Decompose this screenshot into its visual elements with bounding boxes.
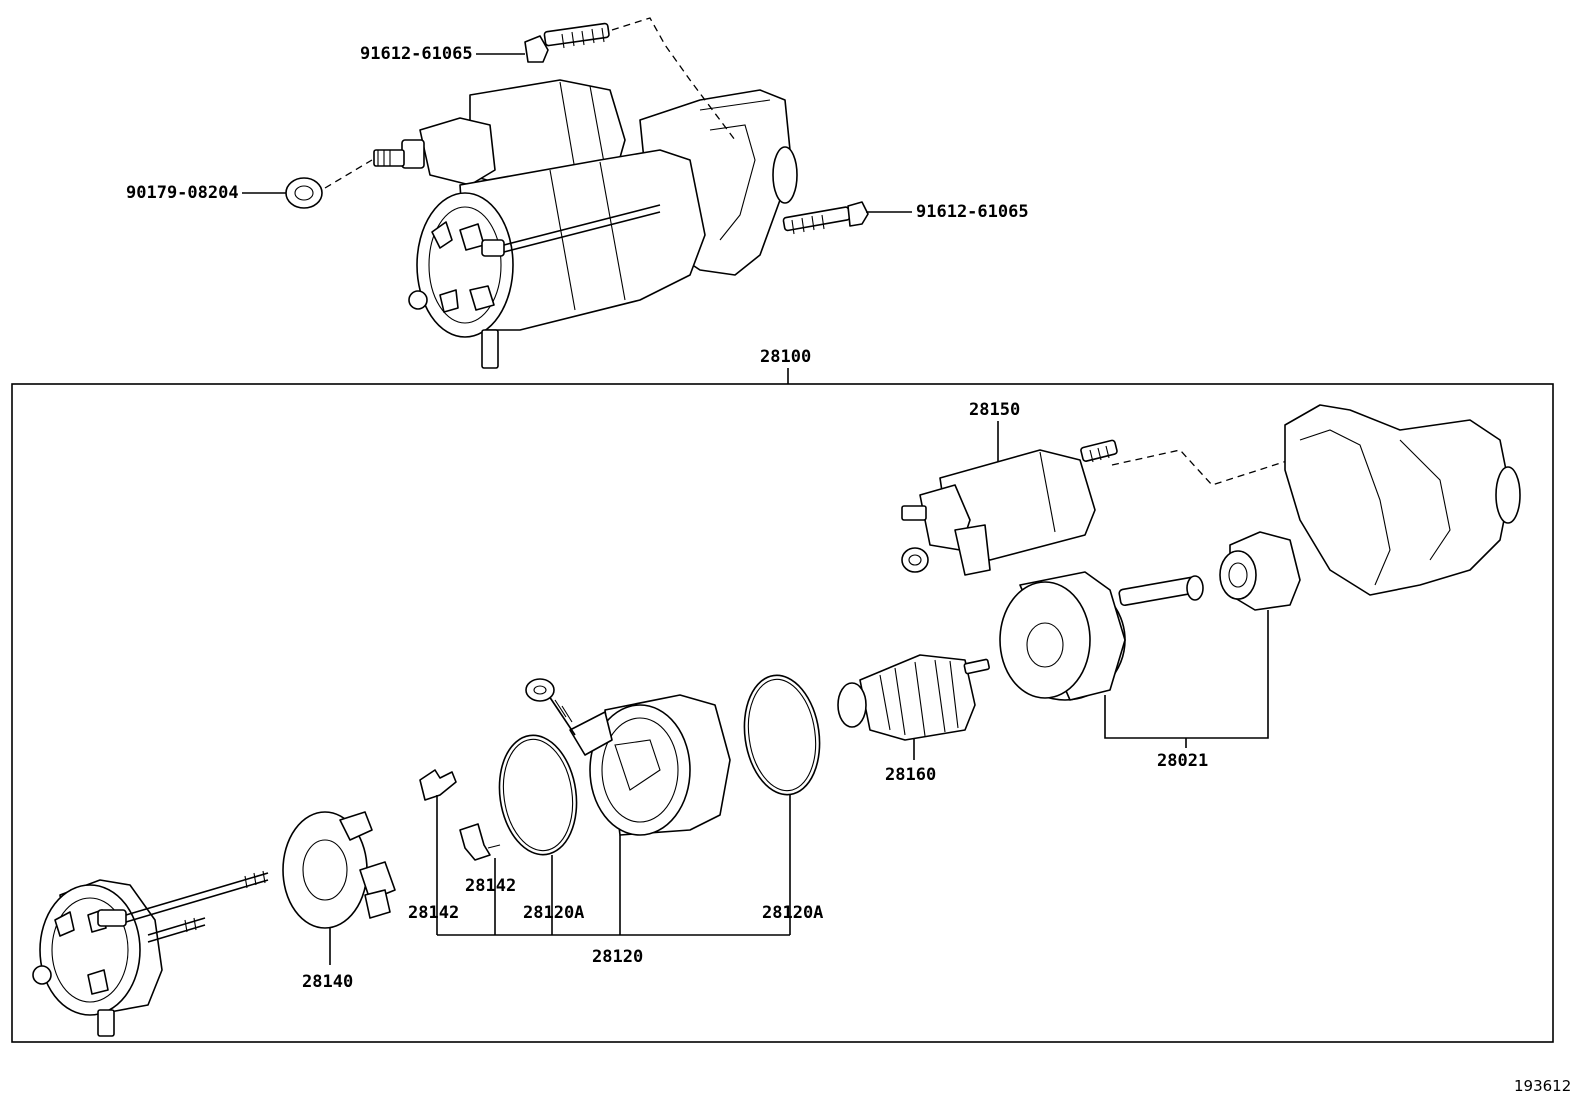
end-frame-part bbox=[32, 870, 269, 1037]
starter-assembly-illustration bbox=[285, 17, 869, 369]
armature-part bbox=[837, 654, 990, 741]
callout-magnetic-switch: 28150 bbox=[969, 400, 1020, 420]
callout-brush-holder: 28140 bbox=[302, 972, 353, 992]
brush-holder-part bbox=[282, 811, 396, 929]
o-ring-left-part bbox=[498, 734, 578, 856]
clutch-pinion-part bbox=[999, 531, 1301, 701]
starter-assy-boundary bbox=[11, 383, 1554, 1043]
drive-housing-part bbox=[1284, 404, 1521, 596]
callout-clutch-pinion: 28021 bbox=[1157, 751, 1208, 771]
callout-nut: 90179-08204 bbox=[126, 183, 239, 203]
yoke-holder-a-part bbox=[419, 769, 457, 801]
bolt-right-part bbox=[782, 201, 869, 235]
bolt-top-part bbox=[524, 22, 610, 63]
callout-o-ring-right: 28120A bbox=[762, 903, 823, 923]
callout-yoke-holder-b: 28142 bbox=[465, 876, 516, 896]
callout-bolt-right: 91612-61065 bbox=[916, 202, 1029, 222]
callout-o-ring-left: 28120A bbox=[523, 903, 584, 923]
o-ring-right-part bbox=[743, 674, 821, 796]
yoke-part bbox=[525, 678, 731, 836]
figure-number: 193612 bbox=[1514, 1077, 1571, 1095]
yoke-holder-b-part bbox=[459, 823, 501, 861]
callout-yoke-holder-a: 28142 bbox=[408, 903, 459, 923]
nut-part bbox=[285, 177, 323, 209]
callout-bolt-top: 91612-61065 bbox=[360, 44, 473, 64]
callout-starter-assy: 28100 bbox=[760, 347, 811, 367]
magnetic-switch-part bbox=[901, 439, 1118, 576]
callout-armature: 28160 bbox=[885, 765, 936, 785]
callout-yoke: 28120 bbox=[592, 947, 643, 967]
